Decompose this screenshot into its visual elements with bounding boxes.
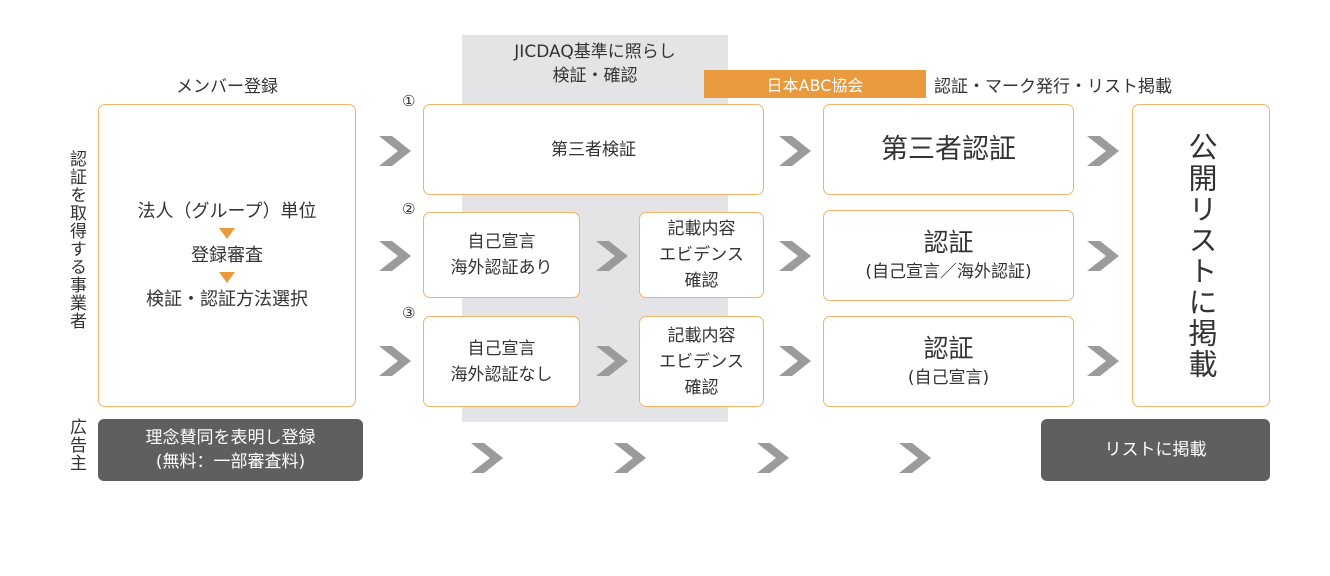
row2-self-box: 自己宣言 海外認証あり: [423, 212, 580, 298]
member-box: 法人（グループ）単位 登録審査 検証・認証方法選択: [98, 104, 356, 407]
marker-1: ①: [402, 92, 416, 110]
member-step-2: 登録審査: [191, 245, 263, 266]
down-arrow-icon: [219, 272, 235, 283]
row3-cert-title: 認証: [923, 333, 974, 363]
shaded-header-line1: JICDAQ基準に照らし: [514, 42, 676, 62]
row1-verify-label: 第三者検証: [551, 139, 636, 160]
chevron-right-icon: [1087, 346, 1119, 376]
side-label-advertiser: 広告主: [66, 418, 86, 472]
advertiser-list-box: リストに掲載: [1041, 419, 1270, 481]
row2-confirm-line2: エビデンス: [659, 245, 744, 265]
row3-confirm-line1: 記載内容: [667, 325, 736, 346]
advertiser-register-box: 理念賛同を表明し登録 (無料：一部審査料): [98, 419, 363, 481]
chevron-right-icon: [779, 136, 811, 166]
row3-cert-sub: (自己宣言): [907, 367, 990, 388]
row2-self-line2: 海外認証あり: [450, 258, 553, 278]
chevron-right-icon: [471, 443, 503, 473]
public-list-box: 公開リストに掲載: [1132, 104, 1270, 407]
chevron-right-icon: [379, 136, 411, 166]
row3-confirm-line2: エビデンス: [659, 351, 744, 372]
row3-confirm-line3: 確認: [684, 377, 719, 398]
row2-self-line1: 自己宣言: [467, 232, 536, 252]
chevron-right-icon: [596, 241, 628, 271]
header-cert: 認証・マーク発行・リスト掲載: [934, 77, 1172, 97]
advertiser-line1: 理念賛同を表明し登録: [145, 428, 316, 448]
row3-confirm-box: 記載内容 エビデンス 確認: [639, 316, 764, 407]
marker-3: ③: [402, 304, 416, 322]
down-arrow-icon: [219, 228, 235, 239]
chevron-right-icon: [779, 241, 811, 271]
header-member: メンバー登録: [176, 77, 278, 97]
chevron-right-icon: [614, 443, 646, 473]
row2-confirm-line3: 確認: [684, 271, 719, 291]
row2-confirm-box: 記載内容 エビデンス 確認: [639, 212, 764, 298]
row2-confirm-line1: 記載内容: [667, 219, 736, 239]
row3-self-box: 自己宣言 海外認証なし: [423, 316, 580, 407]
row2-cert-box: 認証 (自己宣言／海外認証): [823, 210, 1074, 301]
row1-verify-box: 第三者検証: [423, 104, 764, 195]
side-label-business: 認証を取得する事業者: [66, 150, 86, 330]
chevron-right-icon: [379, 346, 411, 376]
advertiser-list-label: リストに掲載: [1104, 440, 1207, 460]
row2-cert-title: 認証: [923, 227, 974, 257]
row1-cert-label: 第三者認証: [881, 133, 1016, 165]
chevron-right-icon: [596, 346, 628, 376]
public-list-label: 公開リストに掲載: [1184, 131, 1218, 380]
member-step-1: 法人（グループ）単位: [137, 201, 317, 222]
shaded-header: JICDAQ基準に照らし 検証・確認: [462, 40, 728, 88]
chevron-right-icon: [779, 346, 811, 376]
shaded-header-line2: 検証・確認: [552, 66, 638, 86]
chevron-right-icon: [899, 443, 931, 473]
row3-cert-box: 認証 (自己宣言): [823, 316, 1074, 407]
row3-self-line1: 自己宣言: [467, 338, 536, 359]
header-abc-tag: 日本ABC協会: [704, 70, 926, 98]
chevron-right-icon: [1087, 241, 1119, 271]
chevron-right-icon: [379, 241, 411, 271]
chevron-right-icon: [757, 443, 789, 473]
member-step-3: 検証・認証方法選択: [146, 289, 308, 310]
marker-2: ②: [402, 200, 416, 218]
row3-self-line2: 海外認証なし: [450, 364, 553, 385]
row2-cert-sub: (自己宣言／海外認証): [865, 261, 1032, 282]
chevron-right-icon: [1087, 136, 1119, 166]
row1-cert-box: 第三者認証: [823, 104, 1074, 195]
advertiser-line2: (無料：一部審査料): [155, 452, 306, 472]
